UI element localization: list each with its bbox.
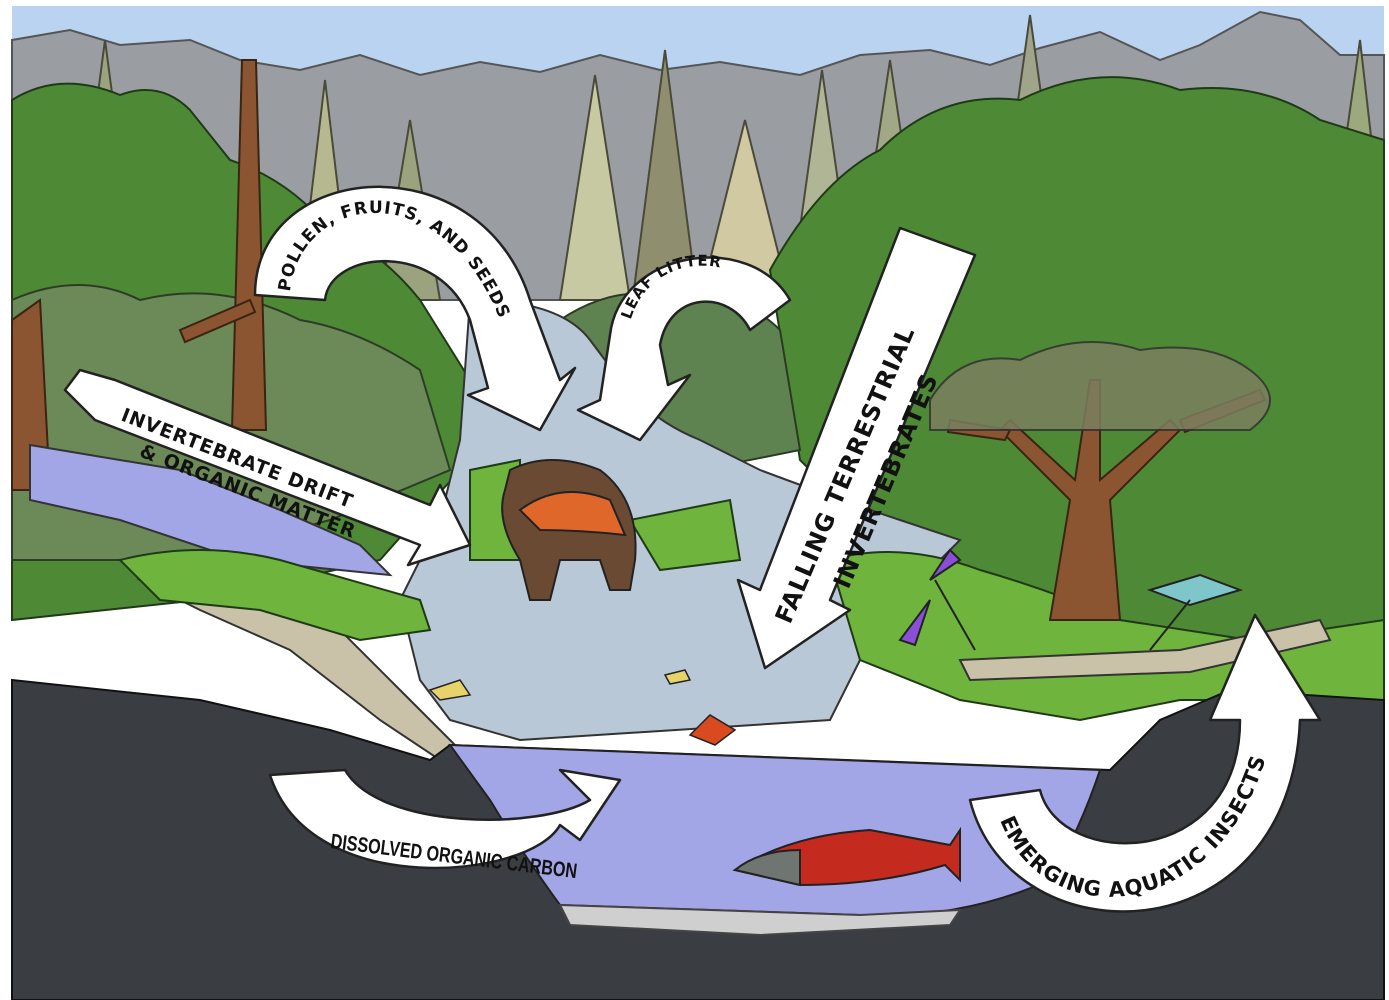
dissolved-organic-carbon-arrow <box>268 768 622 870</box>
emerging-aquatic-insects-arrow <box>968 613 1322 913</box>
right-fallen-log <box>958 618 1332 682</box>
floating-leaf-yellow <box>428 679 472 701</box>
invertebrate-drift-arrow <box>63 368 472 567</box>
dragonfly-purple <box>898 548 976 651</box>
left-side-stream <box>29 443 393 577</box>
salmon-in-pool <box>732 826 961 887</box>
left-grassy-bank <box>118 549 432 642</box>
dragonfly-teal <box>1146 573 1244 651</box>
riparian-tree-canopy <box>929 341 1271 431</box>
dead-tree-branch <box>178 298 257 344</box>
leaf-litter-arrow <box>576 256 792 442</box>
floating-leaf-yellow-2 <box>663 669 692 685</box>
bear-with-salmon <box>501 459 637 601</box>
pool-gravel <box>558 903 962 937</box>
floating-leaf <box>688 714 737 746</box>
pollen-fruits-seeds-arrow <box>253 185 577 432</box>
bear-bank-grass-right <box>628 498 742 572</box>
falling-invertebrates-arrow <box>736 226 977 670</box>
dead-tree-trunk <box>230 59 268 431</box>
